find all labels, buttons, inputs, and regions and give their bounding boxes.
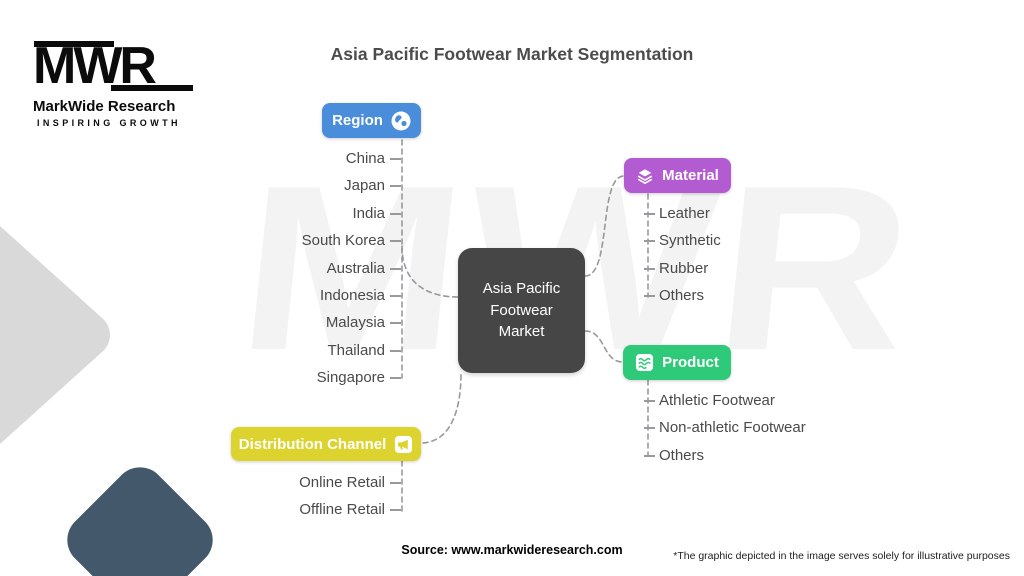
product-label: Product bbox=[662, 354, 719, 371]
list-item: Leather bbox=[644, 200, 721, 227]
markwide-logo: MWR MarkWide Research Inspiring Growth bbox=[33, 38, 208, 128]
list-item: China bbox=[150, 145, 401, 172]
list-item: Non-athletic Footwear bbox=[644, 414, 806, 441]
list-item: Singapore bbox=[150, 364, 401, 391]
dark-diamond-shape bbox=[67, 467, 213, 576]
list-item: Online Retail bbox=[150, 469, 401, 496]
list-item: Athletic Footwear bbox=[644, 387, 806, 414]
list-item: Others bbox=[644, 442, 806, 469]
logo-bottom-bar bbox=[111, 85, 193, 91]
region-label: Region bbox=[332, 112, 383, 129]
distribution-channel-category-button: Distribution Channel bbox=[231, 427, 421, 461]
list-item: South Korea bbox=[150, 227, 401, 254]
logo-monogram-wrap: MWR bbox=[33, 38, 208, 94]
material-label: Material bbox=[662, 167, 719, 184]
list-item: Malaysia bbox=[150, 309, 401, 336]
region-to-center-curve bbox=[401, 245, 459, 298]
product-category-button: Product bbox=[623, 345, 731, 380]
disclaimer-text: *The graphic depicted in the image serve… bbox=[673, 550, 1010, 562]
distribution-to-center-curve bbox=[422, 372, 462, 444]
globe-icon bbox=[391, 111, 411, 130]
page-title: Asia Pacific Footwear Market Segmentatio… bbox=[330, 44, 694, 64]
logo-company-name: MarkWide Research bbox=[33, 98, 176, 115]
logo-monogram: MWR bbox=[33, 37, 157, 95]
central-market-label: Asia Pacific Footwear Market bbox=[482, 279, 561, 341]
list-item: Rubber bbox=[644, 255, 721, 282]
channel-icon bbox=[395, 435, 413, 453]
logo-top-bar bbox=[34, 41, 114, 47]
logo-tagline: Inspiring Growth bbox=[37, 118, 181, 128]
gray-chevron-shape bbox=[0, 225, 110, 445]
list-item: Australia bbox=[150, 255, 401, 282]
material-icon bbox=[638, 168, 653, 184]
center-to-product-curve bbox=[584, 330, 624, 363]
center-to-material-curve bbox=[584, 175, 625, 277]
list-item: Indonesia bbox=[150, 282, 401, 309]
region-category-button: Region bbox=[322, 103, 421, 138]
list-item: India bbox=[150, 200, 401, 227]
list-item: Synthetic bbox=[644, 227, 721, 254]
product-icon bbox=[636, 353, 654, 372]
list-item: Japan bbox=[150, 172, 401, 199]
source-text: Source: www.markwideresearch.com bbox=[401, 543, 623, 557]
distribution-channel-label: Distribution Channel bbox=[238, 435, 387, 453]
material-category-button: Material bbox=[624, 158, 731, 193]
list-item: Offline Retail bbox=[150, 496, 401, 523]
central-market-node: Asia Pacific Footwear Market bbox=[458, 248, 585, 373]
list-item: Others bbox=[644, 282, 721, 309]
list-item: Thailand bbox=[150, 337, 401, 364]
